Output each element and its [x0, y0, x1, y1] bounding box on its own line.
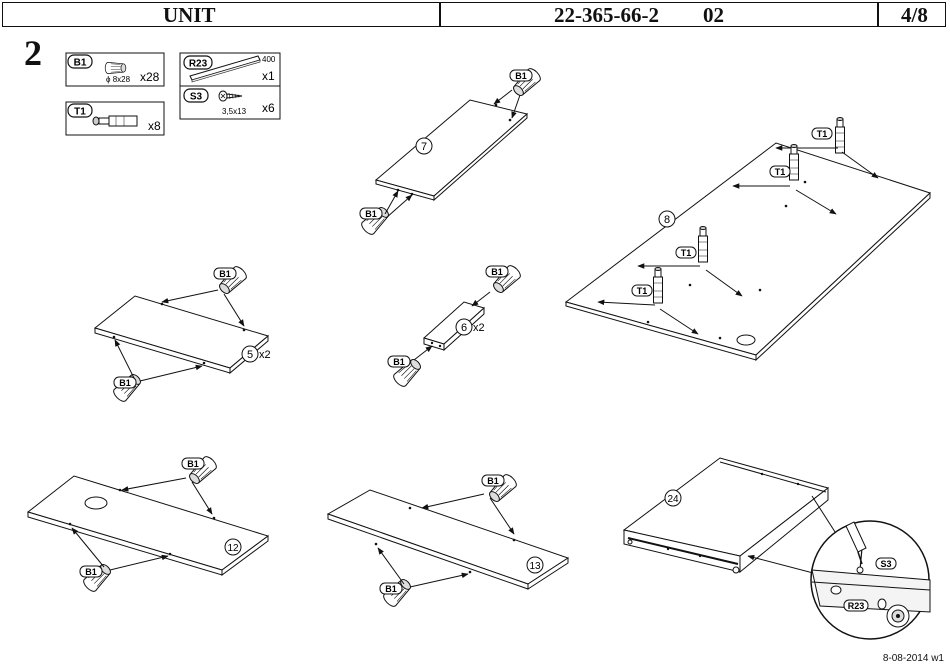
panel-12: B1 B1 12	[26, 454, 270, 594]
svg-text:x8: x8	[148, 119, 161, 133]
step-number: 2	[24, 33, 42, 73]
screw-icon	[218, 90, 243, 102]
panel-label-8: 8	[664, 214, 670, 226]
part-tag-b1: B1	[387, 355, 411, 368]
header-bar: UNIT 22-365-66-2 02 4/8	[2, 2, 946, 27]
svg-text:T1: T1	[637, 286, 648, 296]
part-tag-s3: S3	[183, 88, 209, 103]
svg-text:R23: R23	[189, 59, 208, 70]
svg-text:T1: T1	[74, 107, 86, 118]
svg-text:S3: S3	[190, 92, 203, 103]
part-tag-b1: B1	[213, 267, 237, 280]
svg-text:B1: B1	[385, 584, 397, 594]
header-divider	[439, 3, 441, 26]
svg-text:T1: T1	[817, 129, 828, 139]
panel-label-7: 7	[421, 141, 427, 153]
svg-text:B1: B1	[85, 567, 97, 577]
panel-label-12: 12	[227, 543, 239, 554]
part-tag-b1: B1	[67, 54, 93, 69]
panel-7: B1 B1 7	[359, 66, 543, 237]
part-tag-b1: B1	[181, 457, 205, 470]
svg-text:x2: x2	[259, 349, 271, 361]
part-tag-t1: T1	[811, 127, 833, 140]
svg-text:ϕ 8x28: ϕ 8x28	[106, 75, 131, 84]
svg-text:400: 400	[262, 55, 276, 64]
part-tag-b1: B1	[113, 376, 137, 389]
part-tag-s3: S3	[875, 557, 897, 570]
header-divider	[877, 3, 879, 26]
panel-label-24: 24	[667, 494, 679, 505]
part-tag-b1: B1	[379, 582, 403, 595]
panel-5: B1 B1 5 x2	[93, 264, 271, 404]
svg-text:S3: S3	[880, 559, 891, 569]
part-tag-r23: R23	[843, 599, 869, 612]
svg-text:B1: B1	[187, 459, 199, 469]
drawer-runner-icon	[189, 55, 261, 83]
svg-text:B1: B1	[365, 209, 377, 219]
header-title: UNIT	[163, 3, 216, 27]
svg-text:B1: B1	[119, 378, 131, 388]
panel-label-13: 13	[529, 561, 541, 572]
detail-magnifier: S3 R23	[810, 520, 931, 640]
svg-text:x6: x6	[262, 101, 275, 115]
header-code: 22-365-66-2	[554, 3, 659, 27]
header-version: 02	[703, 3, 724, 27]
svg-text:B1: B1	[393, 357, 405, 367]
panel-label-5: 5	[247, 349, 253, 361]
svg-text:T1: T1	[681, 248, 692, 258]
part-tag-b1: B1	[485, 265, 509, 278]
part-tag-t1: T1	[67, 103, 93, 118]
svg-text:B1: B1	[219, 269, 231, 279]
cam-bolt-icon	[92, 115, 138, 127]
svg-text:B1: B1	[515, 71, 527, 81]
svg-text:x28: x28	[140, 70, 160, 84]
part-tag-b1: B1	[481, 474, 505, 487]
panel-8: T1 T1 T1 T1 8	[564, 117, 931, 362]
panel-13: B1 B1 13	[326, 472, 570, 609]
wooden-dowel-icon	[104, 62, 127, 74]
svg-text:T1: T1	[775, 167, 786, 177]
panel-label-6: 6	[461, 322, 467, 334]
part-tag-b1: B1	[359, 207, 383, 220]
svg-text:x1: x1	[262, 69, 275, 83]
svg-text:x2: x2	[473, 322, 485, 334]
parts-table: B1 ϕ 8x28 x28 R23 400 x1 S3 3,5x13 x6	[65, 52, 281, 136]
footer-date: 8-08-2014 w1	[882, 653, 944, 664]
panel-6: B1 B1 6 x2	[387, 263, 523, 389]
part-tag-b1: B1	[79, 565, 103, 578]
svg-text:B1: B1	[487, 476, 499, 486]
svg-text:3,5x13: 3,5x13	[222, 107, 247, 116]
part-tag-r23: R23	[183, 55, 213, 70]
svg-text:R23: R23	[848, 601, 865, 611]
part-tag-b1: B1	[509, 69, 533, 82]
svg-text:B1: B1	[491, 267, 503, 277]
part-tag-t1: T1	[631, 284, 653, 297]
part-tag-t1: T1	[675, 246, 697, 259]
svg-text:B1: B1	[74, 58, 87, 69]
header-page: 4/8	[901, 3, 928, 27]
part-tag-t1: T1	[769, 165, 791, 178]
